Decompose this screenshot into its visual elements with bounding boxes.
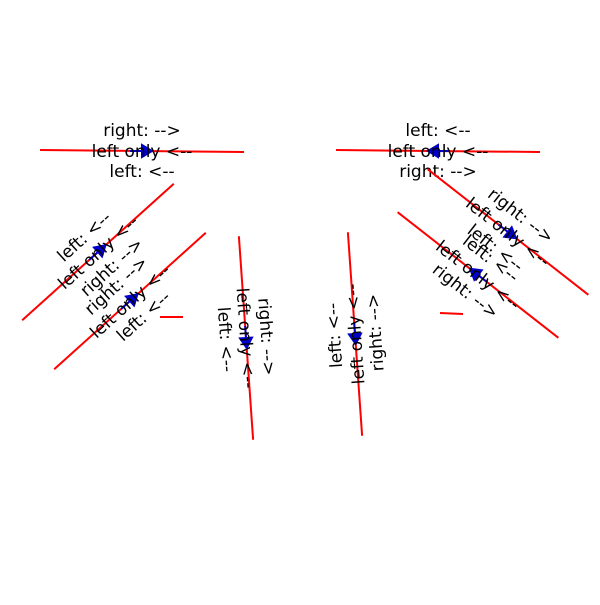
arrow-marker xyxy=(426,143,450,159)
label-below: right: --> xyxy=(399,162,477,182)
label-below: left: <-- xyxy=(109,162,174,182)
label-below: left: <-- xyxy=(213,306,237,372)
arrow-marker xyxy=(238,325,254,350)
group-vertical-right: left: <-- left only <-- right: --> xyxy=(323,232,389,436)
short-red-segment-right xyxy=(439,312,464,315)
label-above: left: <-- xyxy=(323,302,347,368)
label-middle: left only <-- xyxy=(388,142,489,162)
label-middle: left only <-- xyxy=(92,142,193,162)
label-above: left: <-- xyxy=(405,121,470,141)
arrow-marker xyxy=(120,293,139,310)
arrow-marker xyxy=(497,223,518,240)
arrow-marker xyxy=(130,143,154,159)
label-below: right: --> xyxy=(363,293,388,372)
group-horizontal-left: right: --> left only <-- left: <-- xyxy=(39,121,245,182)
arrow-marker xyxy=(347,321,363,346)
group-vertical-left: right: --> left only <-- left: <-- xyxy=(213,236,279,440)
arrow-marker xyxy=(468,267,489,284)
label-above: right: --> xyxy=(103,121,181,141)
group-horizontal-right: left: <-- left only <-- right: --> xyxy=(335,121,541,182)
arrow-marker xyxy=(88,244,107,261)
